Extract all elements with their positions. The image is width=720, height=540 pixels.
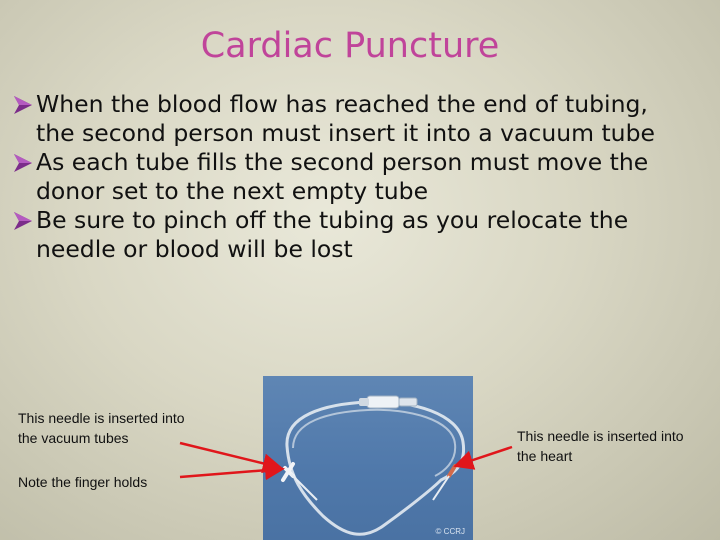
caption-finger-holds: Note the finger holds bbox=[18, 474, 148, 490]
photo-copyright: © CCRJ bbox=[435, 527, 465, 536]
bullet-item: As each tube fills the second person mus… bbox=[12, 148, 716, 206]
tubing-illustration bbox=[281, 395, 466, 536]
bullet-item: Be sure to pinch off the tubing as you r… bbox=[12, 206, 716, 264]
bullet-list: When the blood flow has reached the end … bbox=[12, 90, 716, 264]
arrowhead-bullet-icon bbox=[14, 96, 32, 114]
bullet-text-line: donor set to the next empty tube bbox=[36, 177, 429, 205]
caption-line: This needle is inserted into bbox=[517, 428, 684, 444]
arrowhead-bullet-icon bbox=[14, 212, 32, 230]
bullet-item: When the blood flow has reached the end … bbox=[12, 90, 716, 148]
caption-line: This needle is inserted into bbox=[18, 410, 185, 426]
pointer-arrow-finger-holds bbox=[179, 460, 285, 481]
bullet-text-line: the second person must insert it into a … bbox=[36, 119, 655, 147]
caption-line: the vacuum tubes bbox=[18, 430, 129, 446]
caption-vacuum-needle: This needle is inserted into the vacuum … bbox=[18, 408, 185, 448]
caption-heart-needle: This needle is inserted into the heart bbox=[517, 426, 684, 466]
bullet-text-line: As each tube fills the second person mus… bbox=[36, 148, 649, 176]
pointer-arrow-heart-needle bbox=[453, 445, 513, 470]
arrowhead-bullet-icon bbox=[14, 154, 32, 172]
slide-title: Cardiac Puncture bbox=[200, 26, 500, 66]
pointer-arrow-vacuum-needle bbox=[179, 441, 283, 474]
bullet-text-line: needle or blood will be lost bbox=[36, 235, 353, 263]
bullet-text-line: Be sure to pinch off the tubing as you r… bbox=[36, 206, 629, 234]
bullet-text-line: When the blood flow has reached the end … bbox=[36, 90, 648, 118]
caption-line: the heart bbox=[517, 448, 573, 464]
donor-set-photo: © CCRJ bbox=[263, 376, 473, 540]
